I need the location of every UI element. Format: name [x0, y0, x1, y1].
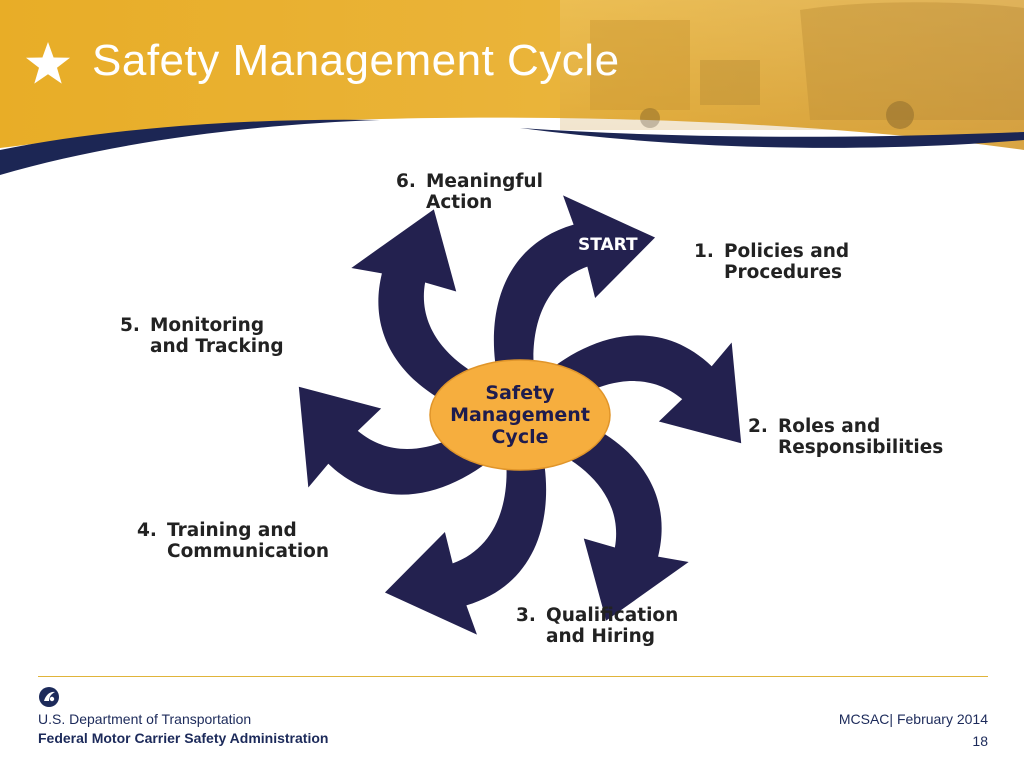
page-number: 18 — [972, 733, 988, 749]
dot-logo-icon — [39, 687, 59, 707]
center-label: Safety Management Cycle — [450, 382, 590, 448]
cycle-arrow-1 — [493, 195, 656, 387]
cycle-arrow-4 — [384, 443, 547, 635]
start-label: START — [578, 235, 638, 255]
cycle-arrow-6 — [351, 209, 501, 419]
step-3-label: 3.Qualification and Hiring — [516, 605, 679, 647]
header-banner — [0, 0, 1024, 180]
step-2-label: 2.Roles and Responsibilities — [748, 416, 944, 458]
footer-divider — [38, 676, 988, 677]
step-1-label: 1.Policies and Procedures — [694, 241, 850, 283]
agency-name: Federal Motor Carrier Safety Administrat… — [38, 730, 329, 746]
step-5-label: 5.Monitoring and Tracking — [120, 315, 284, 357]
cycle-arrow-5 — [298, 386, 506, 495]
slide-title: Safety Management Cycle — [92, 36, 620, 85]
department-name: U.S. Department of Transportation — [38, 711, 252, 727]
center-ellipse — [429, 359, 611, 471]
cycle-arrow-3 — [539, 411, 689, 621]
step-4-label: 4.Training and Communication — [137, 520, 330, 562]
meeting-date: MCSAC| February 2014 — [838, 711, 988, 727]
step-6-label: 6.Meaningful Action — [396, 171, 543, 213]
truck-photo — [560, 0, 1024, 130]
cycle-arrow-2 — [534, 335, 742, 444]
star-icon — [26, 42, 70, 84]
